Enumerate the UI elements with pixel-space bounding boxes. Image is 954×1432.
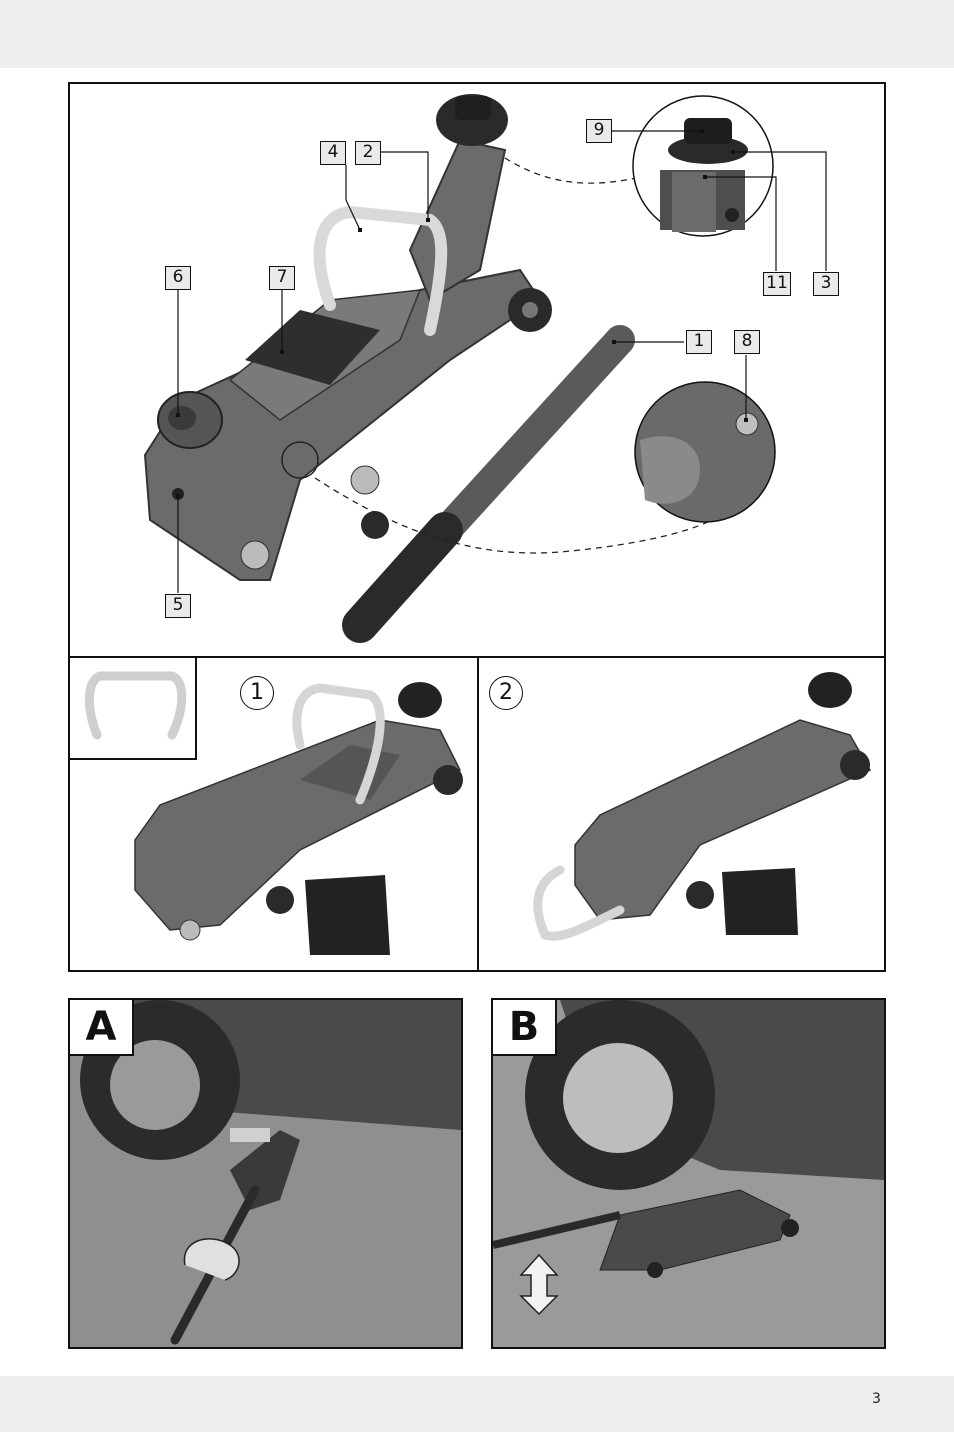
page-number: 3 — [872, 1391, 881, 1407]
panel-b-letter: B — [491, 998, 557, 1056]
footer-band — [0, 1376, 954, 1432]
panel-a-letter: A — [68, 998, 134, 1056]
